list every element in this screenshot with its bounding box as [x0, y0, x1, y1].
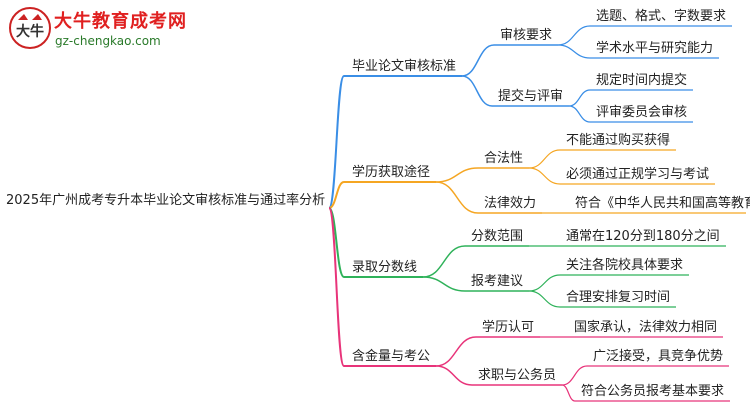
- edge-branch-child-3-1: [435, 365, 473, 386]
- edge-root-branch-1: [328, 181, 345, 209]
- edge-branch-child-3-0: [435, 336, 477, 367]
- node-submission-review: 提交与评审: [498, 89, 564, 104]
- branch-thesis-standards: 毕业论文审核标准: [352, 59, 457, 74]
- edge-leaf-2-1-1: [528, 290, 561, 308]
- leaf-submit-on-time: 规定时间内提交: [596, 73, 688, 88]
- node-legal-effect: 法律效力: [484, 196, 537, 211]
- edge-branch-child-0-1: [461, 75, 493, 107]
- leaf-cannot-buy: 不能通过购买获得: [566, 133, 671, 148]
- edge-branch-child-2-1: [422, 276, 466, 292]
- edge-root-branch-3: [328, 207, 345, 367]
- leaf-higher-education-law: 符合《中华人民共和国高等教育法》: [575, 196, 750, 211]
- edge-leaf-2-1-0: [528, 274, 561, 292]
- site-logo[interactable]: 大牛 大牛教育成考网 gz-chengkao.com: [8, 4, 188, 56]
- edge-leaf-3-1-0: [561, 365, 588, 386]
- leaf-review-schedule: 合理安排复习时间: [566, 290, 671, 305]
- leaf-committee-review: 评审委员会审核: [596, 105, 688, 120]
- leaf-score-120-180: 通常在120分到180分之间: [566, 229, 720, 244]
- logo-url: gz-chengkao.com: [55, 34, 161, 48]
- logo-title: 大牛教育成考网: [54, 11, 187, 32]
- edge-leaf-0-1-0: [568, 89, 591, 107]
- edge-leaf-1-0-1: [528, 167, 561, 185]
- edge-branch-child-2-0: [422, 245, 466, 278]
- edge-leaf-3-1-1: [561, 384, 576, 402]
- node-application-advice: 报考建议: [471, 274, 524, 289]
- node-degree-recognition: 学历认可: [482, 320, 535, 335]
- edge-branch-child-0-0: [461, 44, 495, 77]
- edge-leaf-0-0-1: [557, 44, 591, 59]
- edge-branch-child-1-1: [435, 181, 479, 214]
- branch-value-civil-service: 含金量与考公: [352, 349, 431, 364]
- branch-degree-path: 学历获取途径: [352, 165, 431, 180]
- calf-mascot-icon: 大牛: [9, 7, 51, 49]
- edge-leaf-0-0-0: [557, 25, 591, 46]
- leaf-topic-format-wordcount: 选题、格式、字数要求: [596, 9, 727, 24]
- node-score-range: 分数范围: [471, 229, 524, 244]
- edge-branch-child-1-0: [435, 167, 479, 183]
- leaf-academic-level: 学术水平与研究能力: [596, 41, 714, 56]
- node-review-requirements: 审核要求: [500, 28, 553, 43]
- leaf-formal-study-exam: 必须通过正规学习与考试: [566, 167, 710, 182]
- node-jobs-civil-service: 求职与公务员: [478, 368, 557, 383]
- edge-root-branch-0: [328, 75, 345, 209]
- mindmap-root: 2025年广州成考专升本毕业论文审核标准与通过率分析: [6, 193, 326, 208]
- edge-leaf-0-1-1: [568, 105, 591, 123]
- svg-text:大牛: 大牛: [16, 23, 44, 40]
- leaf-widely-accepted: 广泛接受，具竞争优势: [593, 349, 724, 364]
- leaf-school-requirements: 关注各院校具体要求: [566, 258, 684, 273]
- edge-leaf-1-0-0: [528, 149, 561, 169]
- leaf-civil-service-eligible: 符合公务员报考基本要求: [581, 384, 725, 399]
- leaf-state-recognized: 国家承认，法律效力相同: [574, 320, 718, 335]
- branch-admission-scores: 录取分数线: [352, 260, 418, 275]
- node-legality: 合法性: [484, 151, 524, 166]
